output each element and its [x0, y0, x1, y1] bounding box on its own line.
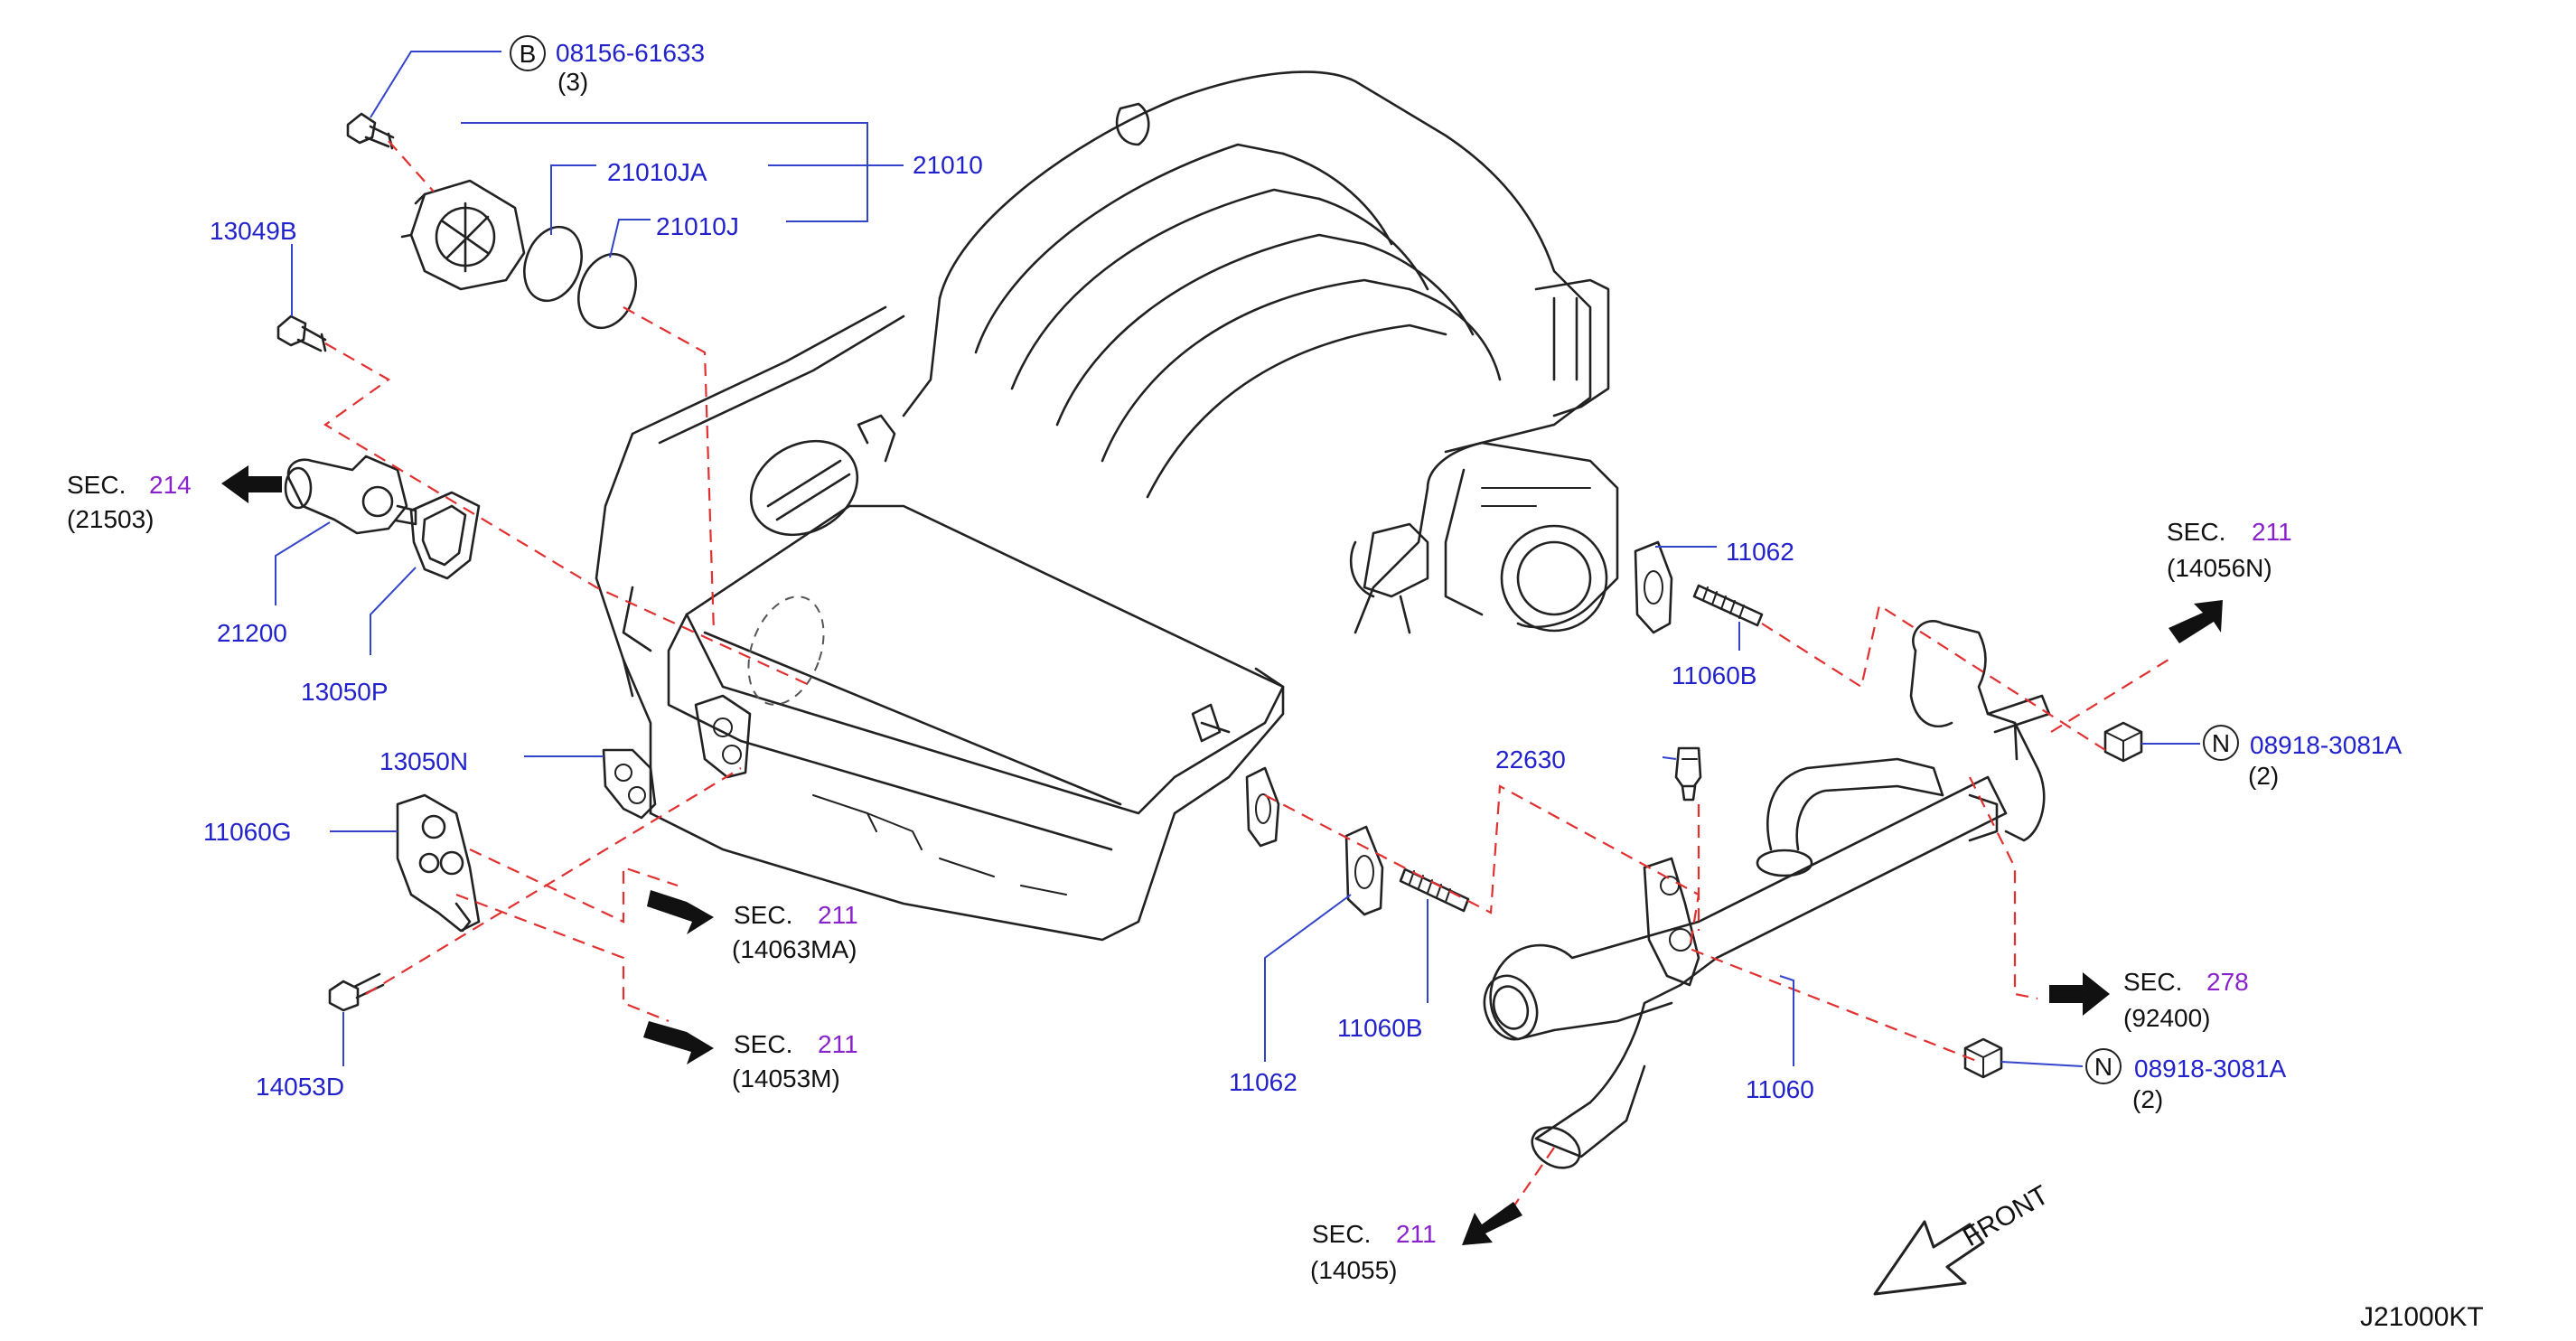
- badge-b-circle: [510, 35, 546, 71]
- front-arrow-icon: [1873, 1220, 1985, 1296]
- part-11060G[interactable]: 11060G: [203, 818, 292, 846]
- arrow-sec-214-icon: [221, 465, 282, 503]
- sec-211-14055-ref: (14055): [1310, 1256, 1398, 1284]
- part-11060[interactable]: 11060: [1746, 1075, 1814, 1103]
- badge-n-circle-a: [2203, 725, 2239, 761]
- arrow-sec-211-14055-icon: [1462, 1202, 1522, 1245]
- part-21200[interactable]: 21200: [217, 619, 287, 647]
- water-connector-11060G-icon: [396, 793, 481, 933]
- engine-cylinder-head: [595, 305, 1285, 942]
- part-13050P[interactable]: 13050P: [301, 678, 389, 706]
- badge-n-letter-b: N: [2094, 1053, 2112, 1081]
- arrow-sec-211-14063MA-icon: [647, 890, 714, 934]
- stud-11060B-bottom-icon: [1399, 867, 1470, 913]
- sec-211-14055-number[interactable]: 211: [1396, 1220, 1437, 1248]
- sec-278-prefix: SEC.: [2123, 968, 2182, 996]
- sec-214-number[interactable]: 214: [149, 471, 192, 499]
- sec-278-ref: (92400): [2123, 1004, 2211, 1032]
- water-pipe-upper-icon: [1909, 620, 2051, 842]
- gasket-21010JA-icon: [523, 225, 583, 303]
- part-13050N[interactable]: 13050N: [379, 747, 468, 775]
- part-22630[interactable]: 22630: [1495, 746, 1566, 774]
- part-11060B-bottom[interactable]: 11060B: [1337, 1014, 1422, 1042]
- stud-11060B-top-icon: [1692, 584, 1764, 627]
- badge-n-circle-b: [2085, 1048, 2122, 1084]
- water-pump-icon: [400, 179, 526, 291]
- gasket-13050N-icon: [602, 748, 657, 820]
- part-08918-3081A-b-number[interactable]: 08918-3081A: [2134, 1055, 2286, 1083]
- nut-08918-a-icon: [2103, 721, 2143, 763]
- nut-08918-b-icon: [1963, 1037, 2003, 1079]
- badge-n-letter-a: N: [2212, 729, 2230, 757]
- gasket-engine-right-icon: [1245, 766, 1280, 848]
- sec-211-14063MA-ref: (14063MA): [732, 935, 857, 963]
- sec-214-ref: (21503): [67, 505, 155, 533]
- leader-lines: [275, 51, 2200, 1067]
- gasket-11062-top-icon: [1634, 540, 1673, 634]
- water-pipe-11060-icon: [1483, 757, 2008, 1169]
- engine-intake-manifold: [902, 70, 1619, 634]
- bolt-14053D-icon: [328, 972, 385, 1012]
- part-08918-3081A-a-qty: (2): [2248, 762, 2279, 790]
- water-outlet-21200-icon: [284, 455, 417, 535]
- guide-lines: [323, 140, 2169, 1221]
- part-21010JA[interactable]: 21010JA: [607, 158, 707, 186]
- sec-211-14055-prefix: SEC.: [1312, 1220, 1371, 1248]
- part-14053D[interactable]: 14053D: [256, 1073, 344, 1101]
- front-label: FRONT: [1958, 1180, 2054, 1252]
- arrow-sec-211-14056N-icon: [2169, 600, 2223, 643]
- part-11062-bottom[interactable]: 11062: [1229, 1068, 1297, 1096]
- sec-211-14053M-number[interactable]: 211: [818, 1030, 858, 1058]
- part-08156-61633-qty: (3): [557, 68, 588, 96]
- part-13049B[interactable]: 13049B: [210, 217, 297, 245]
- gasket-21010J-icon: [577, 252, 637, 330]
- part-08918-3081A-a-number[interactable]: 08918-3081A: [2250, 731, 2402, 759]
- sec-211-14063MA-number[interactable]: 211: [818, 901, 858, 929]
- sec-211-14063MA-prefix: SEC.: [734, 901, 792, 929]
- sec-211-14056N-prefix: SEC.: [2167, 518, 2225, 546]
- gasket-11062-bottom-icon: [1344, 825, 1384, 916]
- gasket-13050P-icon: [409, 491, 481, 580]
- part-21010[interactable]: 21010: [913, 151, 983, 179]
- sec-214-prefix: SEC.: [67, 471, 126, 499]
- part-21010J[interactable]: 21010J: [656, 212, 739, 240]
- sec-211-14053M-prefix: SEC.: [734, 1030, 792, 1058]
- arrow-sec-211-14053M-icon: [643, 1021, 714, 1064]
- temp-sensor-22630-icon: [1674, 746, 1702, 802]
- flange-left-icon: [694, 694, 752, 779]
- sec-211-14053M-ref: (14053M): [732, 1064, 840, 1092]
- bolt-08156-icon: [346, 112, 395, 150]
- arrow-sec-278-icon: [2049, 972, 2110, 1016]
- sec-211-14056N-number[interactable]: 211: [2252, 518, 2292, 546]
- diagram-code: J21000KT: [2360, 1302, 2484, 1332]
- part-08156-61633-number[interactable]: 08156-61633: [556, 39, 705, 67]
- part-08918-3081A-b-qty: (2): [2132, 1085, 2163, 1113]
- badge-b-letter: B: [520, 40, 537, 68]
- sec-278-number[interactable]: 278: [2206, 968, 2249, 996]
- bolt-13049B-icon: [276, 314, 327, 352]
- part-11060B-top[interactable]: 11060B: [1672, 661, 1756, 689]
- sec-211-14056N-ref: (14056N): [2167, 554, 2272, 582]
- part-11062-top[interactable]: 11062: [1726, 538, 1794, 566]
